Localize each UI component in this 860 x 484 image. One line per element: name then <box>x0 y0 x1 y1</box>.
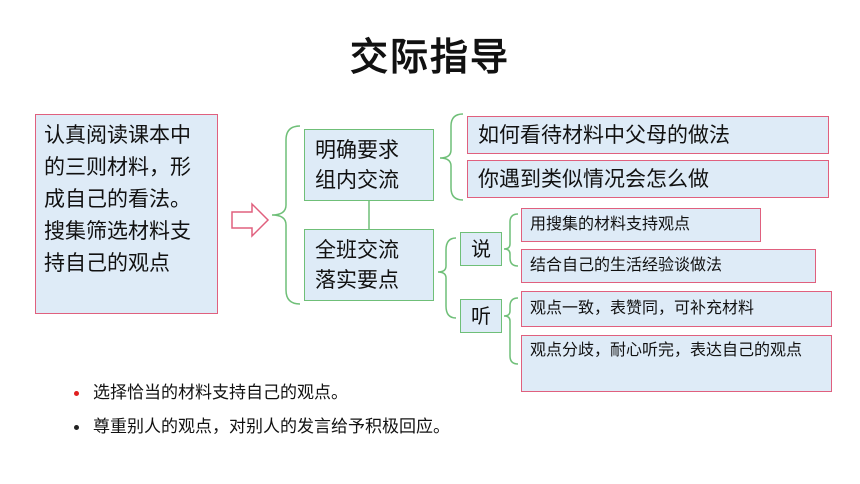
bullet-dot-icon <box>74 424 79 430</box>
bullet-list: 选择恰当的材料支持自己的观点。 尊重别人的观点，对别人的发言给予积极回应。 <box>74 376 774 444</box>
bullet-dot-icon <box>74 390 79 396</box>
say-item-1: 用搜集的材料支持观点 <box>521 208 761 242</box>
bullet-item-1: 选择恰当的材料支持自己的观点。 <box>74 376 774 410</box>
say-item-1-text: 用搜集的材料支持观点 <box>530 214 691 233</box>
bracket-main <box>271 125 301 305</box>
listen-item-1: 观点一致，表赞同，可补充材料 <box>521 291 832 327</box>
bracket-say <box>503 213 519 267</box>
question-text-1: 如何看待材料中父母的做法 <box>478 123 730 147</box>
group2-line2: 落实要点 <box>315 268 399 292</box>
bracket-group1 <box>439 113 464 201</box>
bullet-text-2: 尊重别人的观点，对别人的发言给予积极回应。 <box>93 417 450 437</box>
bracket-listen <box>503 297 519 365</box>
listen-box: 听 <box>460 299 502 333</box>
main-instruction-box: 认真阅读课本中的三则材料，形成自己的看法。搜集筛选材料支持自己的观点 <box>35 114 218 314</box>
group2-line1: 全班交流 <box>315 238 399 262</box>
bullet-text-1: 选择恰当的材料支持自己的观点。 <box>93 383 348 403</box>
question-box-2: 你遇到类似情况会怎么做 <box>467 160 829 198</box>
group1-line2: 组内交流 <box>315 168 399 192</box>
bullet-item-2: 尊重别人的观点，对别人的发言给予积极回应。 <box>74 410 774 444</box>
say-item-2-text: 结合自己的生活经验谈做法 <box>530 255 723 274</box>
right-arrow-icon <box>231 202 270 238</box>
bracket-group2 <box>437 237 457 319</box>
question-text-2: 你遇到类似情况会怎么做 <box>478 167 709 191</box>
group1-line1: 明确要求 <box>315 138 399 162</box>
say-item-2: 结合自己的生活经验谈做法 <box>521 249 816 283</box>
page-title: 交际指导 <box>349 35 510 79</box>
group-discussion-box: 明确要求 组内交流 <box>304 129 434 201</box>
question-box-1: 如何看待材料中父母的做法 <box>467 116 829 154</box>
main-instruction-text: 认真阅读课本中的三则材料，形成自己的看法。搜集筛选材料支持自己的观点 <box>44 123 191 275</box>
listen-item-2: 观点分歧，耐心听完，表达自己的观点 <box>521 335 832 392</box>
listen-item-2-text: 观点分歧，耐心听完，表达自己的观点 <box>530 340 803 359</box>
class-discussion-box: 全班交流 落实要点 <box>304 229 434 301</box>
say-box: 说 <box>460 232 502 266</box>
listen-item-1-text: 观点一致，表赞同，可补充材料 <box>530 298 755 317</box>
